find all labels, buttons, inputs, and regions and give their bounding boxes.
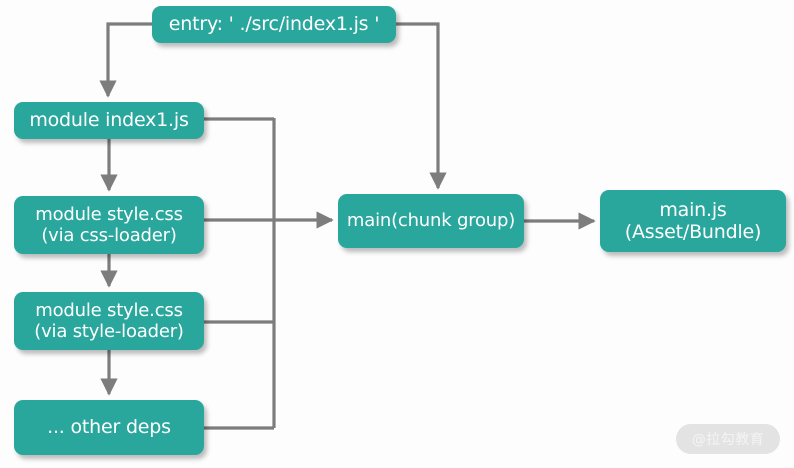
node-module-index1[interactable]: module index1.js	[14, 102, 204, 139]
node-main-chunk-group[interactable]: main(chunk group)	[338, 194, 524, 248]
node-module-style-css-loader[interactable]: module style.css (via css-loader)	[14, 196, 204, 254]
node-other-deps[interactable]: ... other deps	[14, 400, 204, 455]
node-module-style-style-loader[interactable]: module style.css (via style-loader)	[14, 292, 204, 350]
watermark: @拉勾教育	[676, 424, 780, 454]
node-main-js-asset-bundle[interactable]: main.js (Asset/Bundle)	[600, 190, 786, 252]
edge-entry-to-index	[99, 22, 152, 98]
edge-entry-to-chunkgroup	[396, 22, 447, 190]
node-entry[interactable]: entry: ' ./src/index1.js '	[152, 6, 396, 43]
